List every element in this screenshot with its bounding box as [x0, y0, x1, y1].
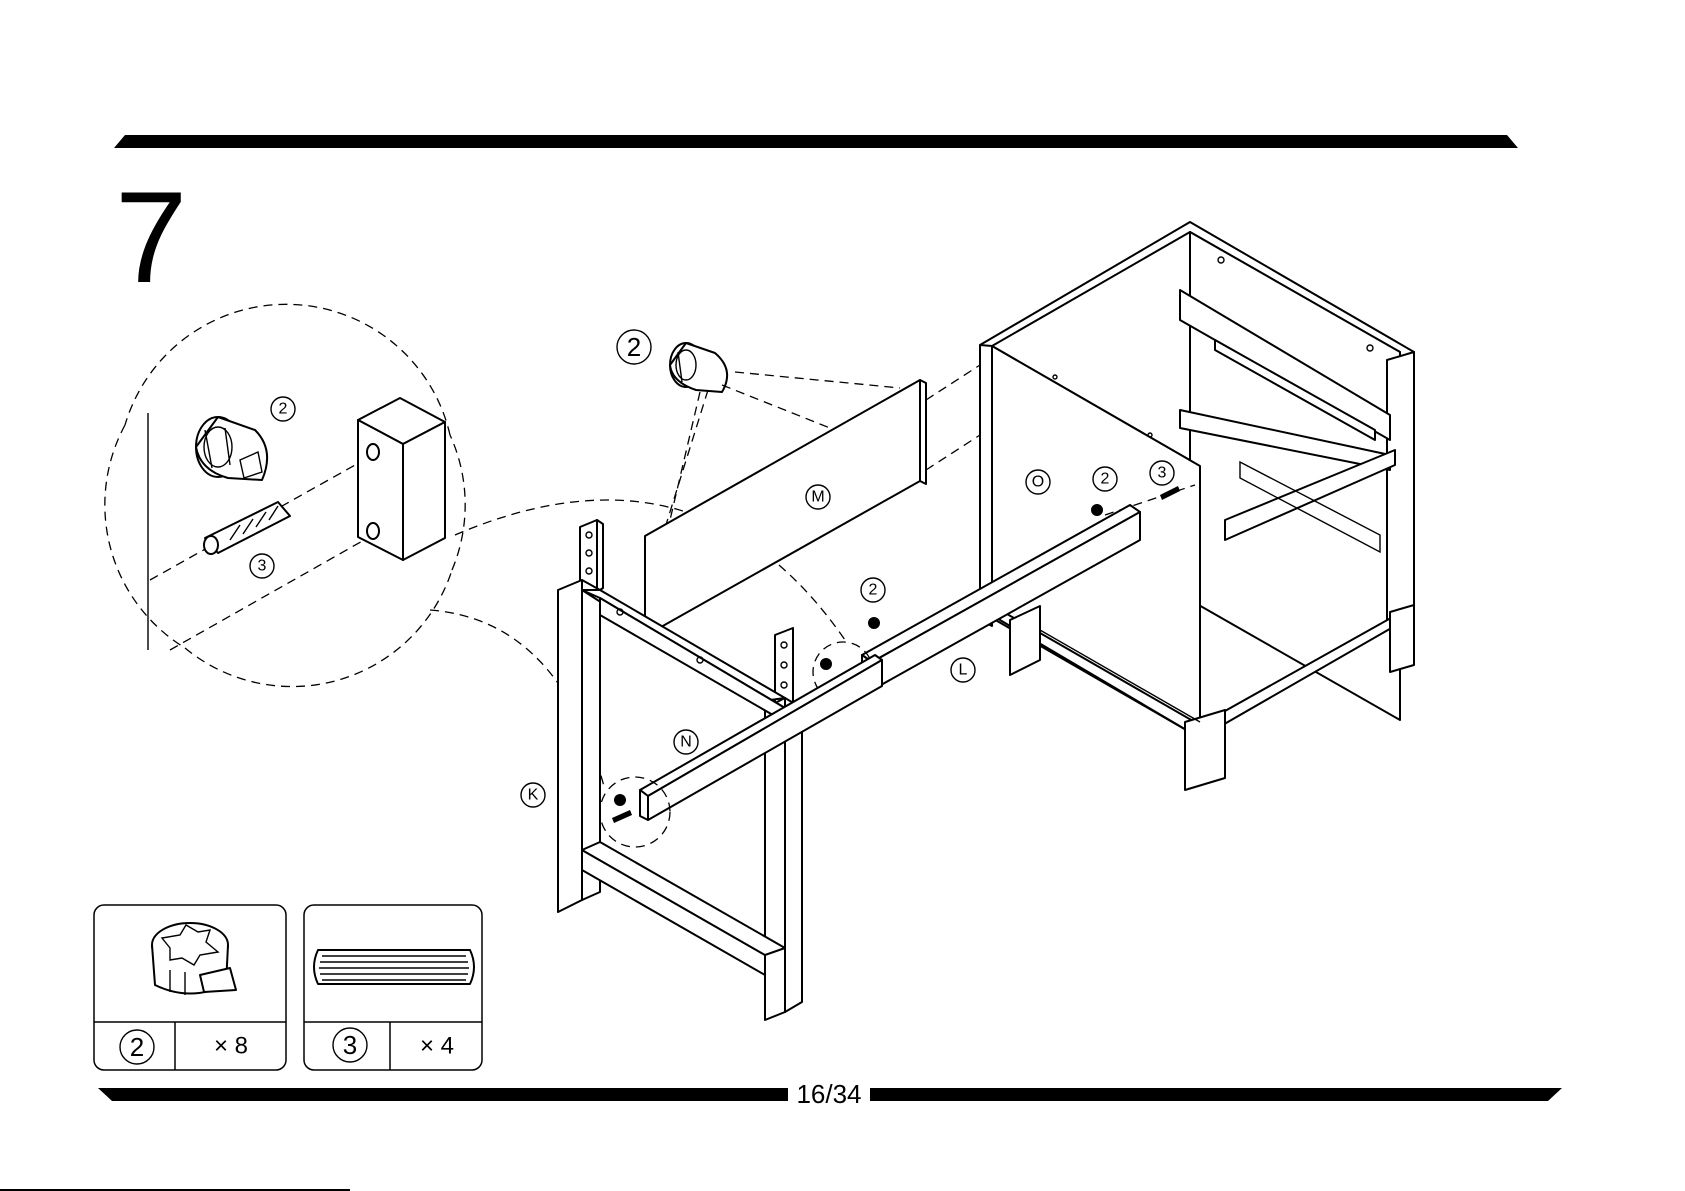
header-rule [114, 135, 1518, 148]
part-n-label: N [680, 734, 692, 751]
part-m-label: M [811, 489, 824, 506]
inventory-cam-qty: × 8 [214, 1033, 248, 1060]
rail-end-block [358, 398, 445, 560]
detail-dowel-callout: 3 [258, 558, 267, 575]
part-o-label: O [1032, 474, 1044, 491]
cam-lock-icon [152, 923, 236, 995]
part-k-label: K [528, 787, 539, 804]
hardware-box-dowel: 3 × 4 [304, 905, 482, 1070]
inventory-dowel-id: 3 [343, 1030, 357, 1060]
wooden-dowel-icon [314, 950, 474, 984]
footer-rule-left [98, 1088, 788, 1101]
cabinet-cam-callout: 2 [1101, 471, 1110, 488]
rail-l-cam-callout: 2 [869, 582, 878, 599]
top-cam-callout: 2 [627, 332, 641, 362]
detail-cam-callout: 2 [279, 401, 288, 418]
footer-rule-right [870, 1088, 1562, 1101]
step-number: 7 [115, 164, 187, 310]
panel-m: M [645, 365, 980, 636]
page-number: 16/34 [796, 1079, 861, 1109]
cam-lock-detail-icon [196, 417, 267, 480]
hardware-box-cam: 2 × 8 [94, 905, 286, 1070]
part-l-label: L [959, 662, 968, 679]
inventory-dowel-qty: × 4 [420, 1033, 454, 1060]
cabinet-dowel-callout: 3 [1158, 465, 1167, 482]
dowel-detail-icon [204, 502, 290, 554]
inventory-cam-id: 2 [130, 1032, 144, 1062]
cabinet-o: O 2 3 [980, 222, 1414, 790]
